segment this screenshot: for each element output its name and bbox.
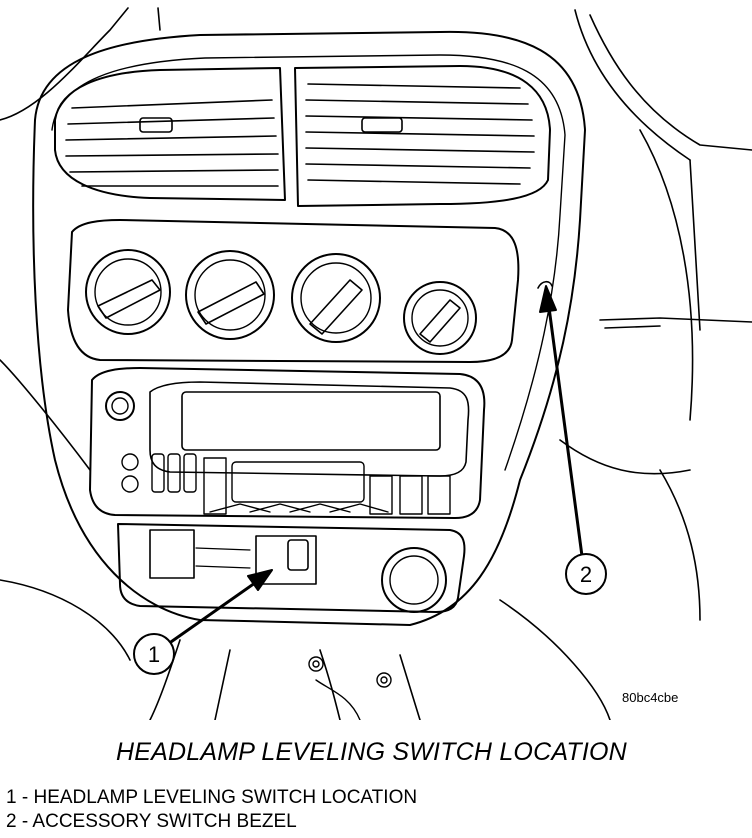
mounting-bolts	[308, 656, 392, 688]
temperature-knob	[291, 253, 381, 343]
power-outlet	[381, 547, 447, 613]
console-bezel-inner	[51, 54, 566, 471]
callout-1-number: 1	[148, 642, 160, 667]
legend-item-1-label: HEADLAMP LEVELING SWITCH LOCATION	[33, 787, 418, 808]
legend-separator: -	[16, 787, 34, 808]
left-air-vent	[54, 67, 286, 201]
figure-title: HEADLAMP LEVELING SWITCH LOCATION	[116, 738, 627, 766]
right-air-vent	[294, 65, 551, 207]
legend-item-1-number: 1	[6, 787, 17, 808]
accessory-switch-bezel	[117, 523, 466, 613]
recirc-knob	[403, 281, 477, 355]
mode-knob	[185, 250, 275, 340]
legend-item-2-label: ACCESSORY SWITCH BEZEL	[32, 811, 297, 832]
figure-reference-code: 80bc4cbe	[622, 690, 679, 705]
legend-item-2-number: 2	[6, 811, 17, 832]
dashboard-illustration: 1 2	[0, 7, 752, 720]
callout-1: 1	[133, 569, 273, 675]
fan-speed-knob	[85, 249, 171, 335]
radio-unit	[89, 367, 486, 519]
callout-2-number: 2	[580, 562, 592, 587]
legend-item-1: 1 - HEADLAMP LEVELING SWITCH LOCATION	[6, 786, 417, 810]
climate-control-panel	[67, 219, 520, 363]
console-bezel-outline	[32, 30, 586, 626]
callout-2: 2	[537, 280, 607, 595]
legend-item-2: 2 - ACCESSORY SWITCH BEZEL	[6, 810, 417, 834]
callout-legend: 1 - HEADLAMP LEVELING SWITCH LOCATION 2 …	[6, 786, 417, 834]
legend-separator: -	[16, 811, 33, 832]
dash-contours	[0, 7, 752, 720]
volume-knob	[105, 391, 135, 421]
